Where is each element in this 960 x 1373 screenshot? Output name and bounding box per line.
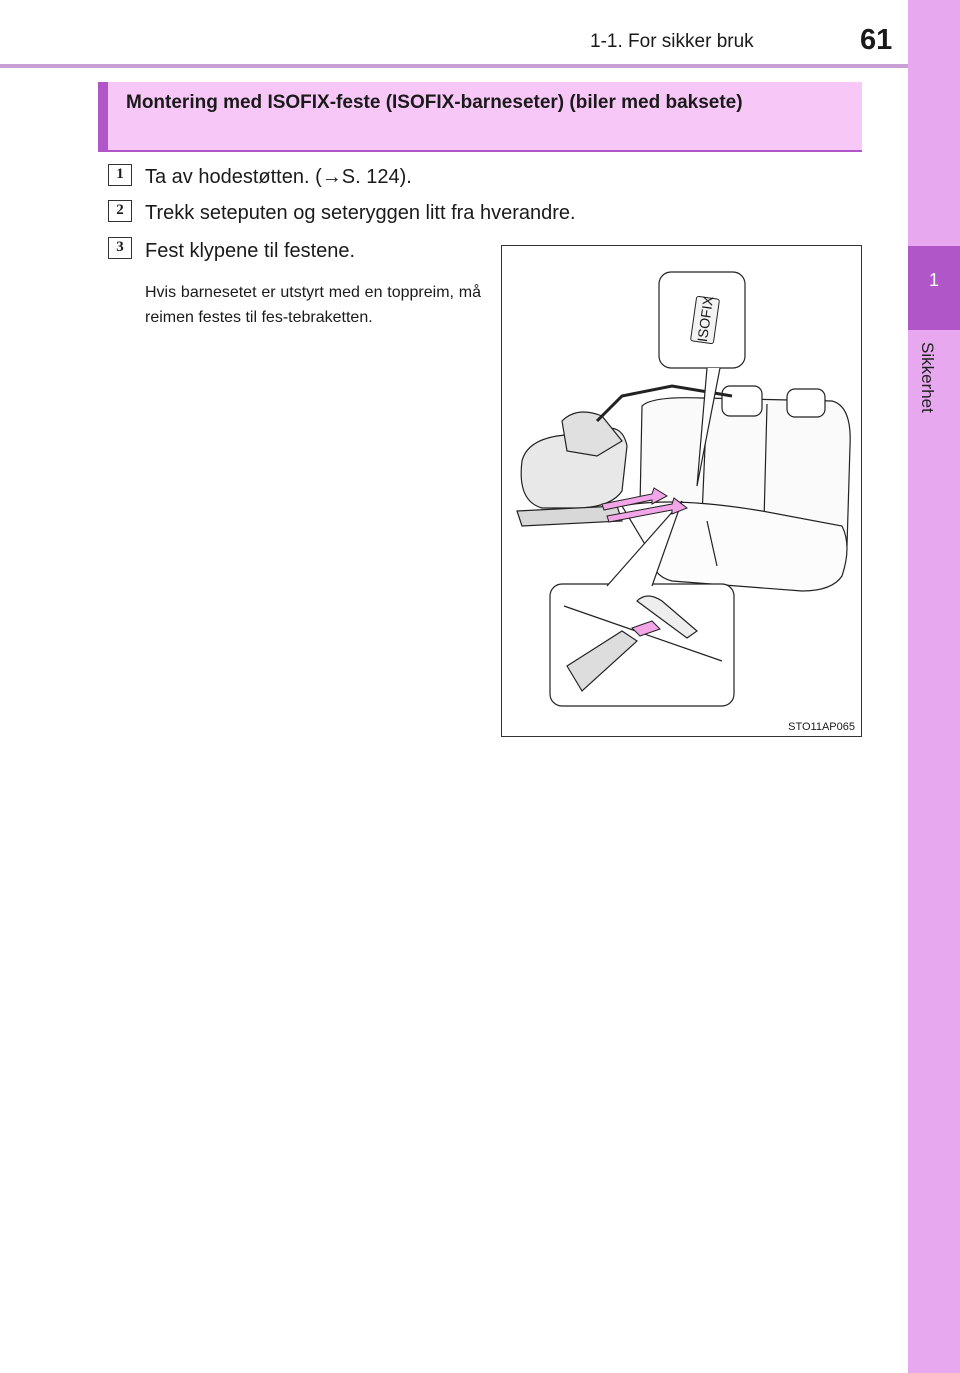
section-title: 1-1. For sikker bruk xyxy=(590,31,754,52)
step-3-note: Hvis barnesetet er utstyrt med en toppre… xyxy=(145,284,481,326)
chapter-number: 1 xyxy=(928,270,939,290)
step-2-number: 2 xyxy=(108,200,132,222)
section-heading-box: Montering med ISOFIX-feste (ISOFIX-barne… xyxy=(98,82,862,152)
section-heading: Montering med ISOFIX-feste (ISOFIX-barne… xyxy=(126,92,743,113)
isofix-illustration: ISOFIX STO11AP065 xyxy=(501,245,862,737)
figure-code: STO11AP065 xyxy=(788,721,855,733)
chapter-label: Sikkerhet xyxy=(918,342,937,413)
header-rule xyxy=(0,64,908,68)
step-3-text: Fest klypene til festene. xyxy=(145,240,356,262)
page-number: 61 xyxy=(860,24,893,56)
step-1-text: Ta av hodestøtten. (→S. 124). xyxy=(145,166,412,188)
isofix-drawing xyxy=(516,271,851,707)
chapter-tab-active[interactable] xyxy=(908,246,960,330)
step-1-number: 1 xyxy=(108,164,132,186)
chapter-side-tab xyxy=(908,0,960,1373)
step-3-number: 3 xyxy=(108,237,132,259)
step-2-text: Trekk seteputen og seteryggen litt fra h… xyxy=(145,202,576,224)
